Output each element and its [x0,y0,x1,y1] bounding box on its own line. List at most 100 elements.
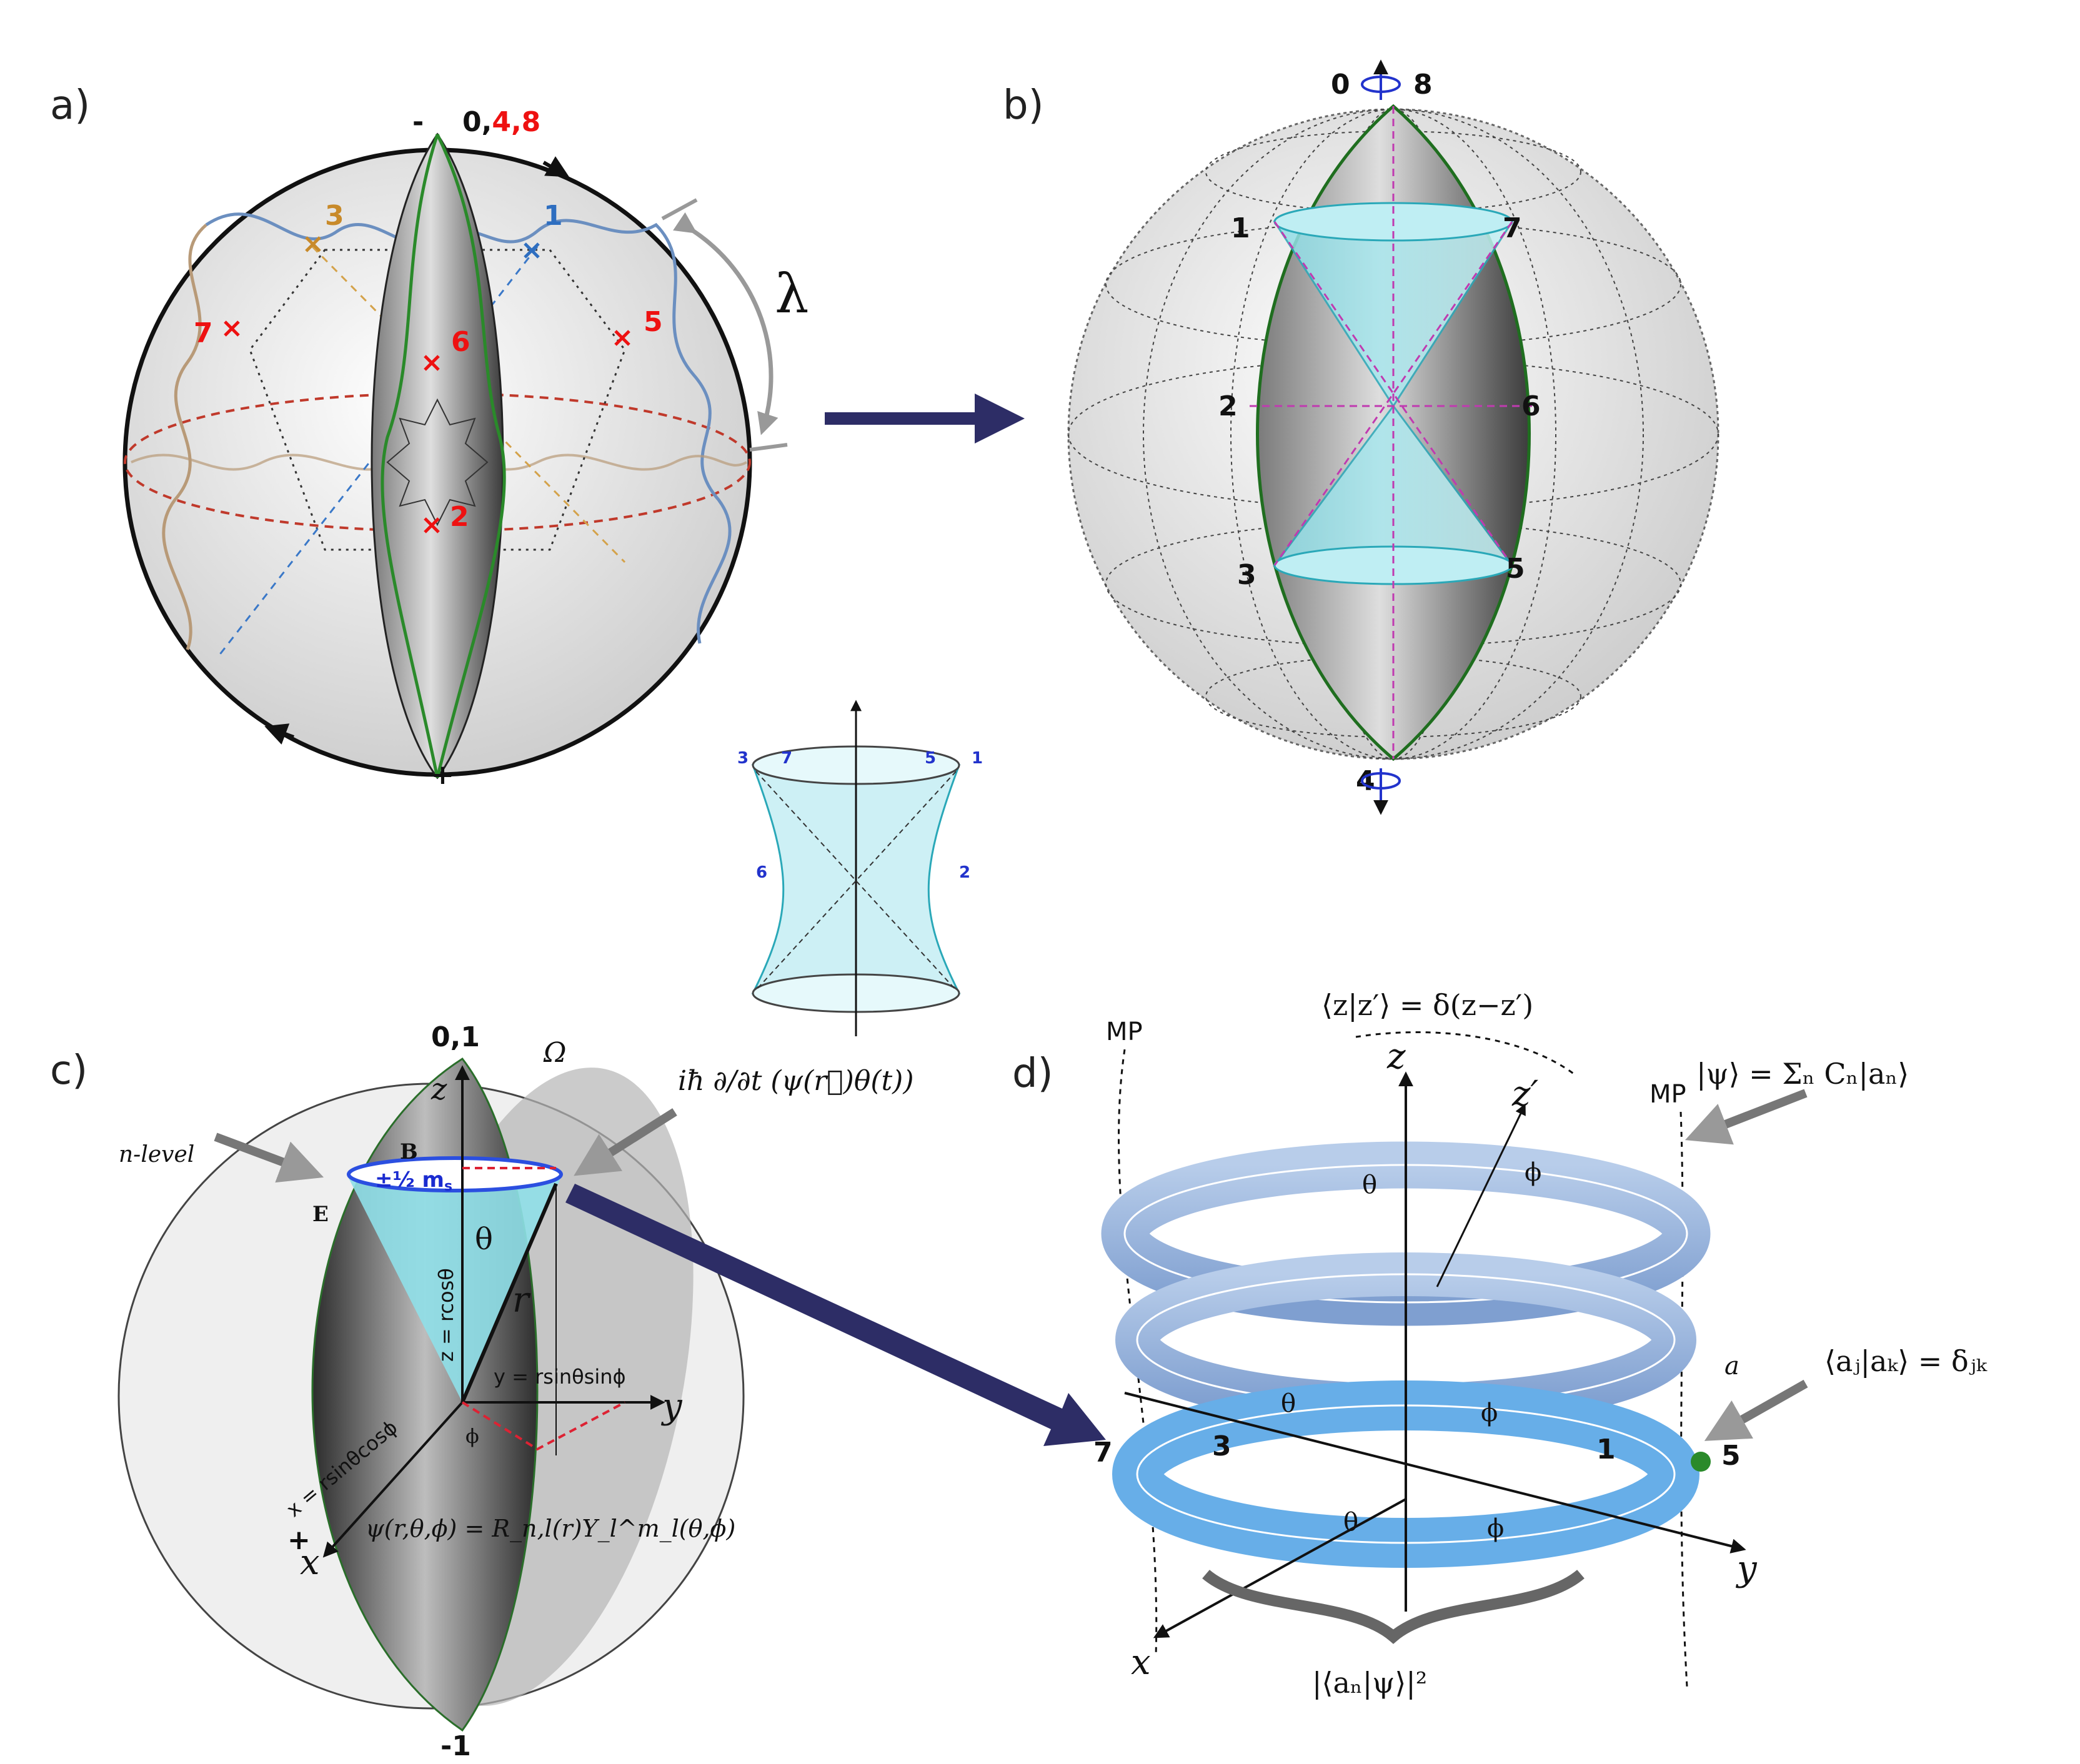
panel-c-r-vector [460,1182,558,1404]
panel-a-top-label: 0,4,8 [462,106,540,138]
panel-d-delta: ⟨z|z′⟩ = δ(z−z′) [1321,988,1533,1022]
panel-b-bottom: 4 [1356,765,1375,797]
panel-c-E: E [312,1202,329,1227]
panel-c-phi: ϕ [465,1424,479,1448]
panel-a-minus: - [412,106,424,138]
panel-c-y: y [660,1386,683,1427]
panel-b-point-5: 5 [1506,553,1525,585]
panel-a-point-7: 7 [194,317,213,349]
inset-point-2: 2 [959,863,970,882]
panel-d-probability: |⟨aₙ|ψ⟩|² [1312,1666,1427,1700]
panel-d-point-5: 5 [1721,1440,1741,1472]
arrow-a-to-b [825,394,1025,443]
panel-c-red-projection [461,1401,625,1451]
panel-d-theta-mid: θ [1281,1389,1296,1418]
panel-a-wave-blue [205,212,732,644]
inset-point-3: 3 [737,749,749,768]
panel-d-point-7: 7 [1093,1437,1113,1469]
panel-a-label: a) [50,82,90,129]
panel-c-schrodinger-arrow [574,1108,677,1176]
inset-hyperboloid: 3 7 5 1 6 2 [737,700,983,1036]
panel-d-mp-left: MP [1106,1018,1143,1046]
panel-a-dotted-polygon [249,249,626,551]
panel-c-bottom: -1 [440,1730,471,1762]
panel-d-theta-top: θ [1362,1171,1377,1199]
panel-d-label: d) [1012,1051,1053,1097]
panel-d-x: x [1131,1642,1151,1683]
panel-d-a: a [1724,1352,1739,1380]
inset-point-7: 7 [781,749,792,768]
panel-c-x-axis [322,1401,464,1558]
panel-c-level-ring [347,1156,563,1192]
inset-diag-2 [755,771,957,991]
panel-a-lambda-tick-bottom [749,443,788,452]
inset-diag-1 [755,771,957,991]
panel-c-cone [347,1174,562,1402]
panel-b-top-left: 0 [1331,69,1350,101]
panel-a-star [386,398,489,527]
panel-a-lambda-arc [672,212,779,435]
panel-a-green-right [435,133,506,778]
panel-c-z-label: z [430,1072,447,1107]
panel-d-psi-arrow [1684,1089,1808,1145]
panel-a-arrow-top [542,156,570,177]
panel-b-cone-bottom-rim [1273,545,1513,585]
panel-c-x: x [300,1542,320,1583]
panel-d-point-1: 1 [1596,1434,1616,1465]
panel-b-point-6: 6 [1521,390,1541,422]
panel-b-point-3: 3 [1237,559,1256,591]
panel-a-plus: + [431,759,454,791]
panel-d: d) MP MP ⟨z|z′⟩ = δ(z−z′) z [1012,988,1988,1700]
panel-a-wave-tan [162,224,207,650]
panel-c-B: B [400,1139,418,1164]
panel-a-point-2: 2 [450,501,469,533]
panel-c-wavefunction: ψ(r,θ,ϕ) = R_n,l(r)Y_l^m_l(θ,ϕ) [366,1515,735,1543]
panel-a-point-3: 3 [325,200,344,232]
panel-c-label: c) [50,1048,87,1094]
panel-a-green-left [381,134,439,778]
panel-d-brace [1202,1569,1585,1644]
panel-a-arrow-bottom [264,723,295,745]
panel-d-x-axis [1153,1498,1406,1638]
panel-a-point-6: 6 [451,326,470,358]
arrow-c-to-d [565,1184,1106,1446]
inset-point-5: 5 [925,749,936,768]
panel-d-y-axis [1124,1392,1746,1553]
inset-point-6: 6 [756,863,767,882]
panel-d-point-3: 3 [1212,1430,1232,1462]
panel-a-point-5: 5 [644,306,663,338]
panel-c-y-expr: y = rsinθsinϕ [494,1365,626,1389]
panel-d-z: z [1386,1036,1406,1077]
panel-d-mp-right-line [1679,1111,1688,1687]
panel-c-theta: θ [475,1222,493,1257]
panel-a-lambda-tick-top [661,198,698,220]
panel-b: b) 0 8 4 1 2 3 [1003,59,1719,815]
panel-d-mp-right: MP [1650,1080,1686,1109]
panel-b-magenta-lines [1250,106,1537,759]
panel-d-phi-top: ϕ [1525,1158,1541,1187]
panel-c-top: 0,1 [431,1021,480,1053]
panel-c-nlevel-arrow [214,1132,324,1183]
panel-d-theta-bot: θ [1343,1508,1358,1537]
panel-d-phi-bot: ϕ [1487,1514,1504,1543]
panel-d-mp-left-line [1118,1049,1158,1656]
panel-a-point-1: 1 [544,200,563,232]
panel-d-zprime-axis [1436,1103,1526,1287]
panel-c-r: r [512,1280,531,1321]
inset-point-1: 1 [972,749,983,768]
panel-c-omega: Ω [543,1037,566,1069]
panel-b-point-1: 1 [1231,212,1250,244]
panel-d-orthonormal: ⟨aⱼ|aₖ⟩ = δⱼₖ [1824,1344,1988,1378]
panel-c-plus: + [287,1524,311,1556]
panel-b-point-7: 7 [1503,212,1522,244]
panel-d-y: y [1735,1548,1758,1589]
panel-d-z-prime: z′ [1511,1074,1539,1114]
panel-c-z-expr: z = rcosθ [434,1268,458,1362]
panel-d-delta-arc [1355,1031,1575,1076]
panel-d-psi-expansion: |ψ⟩ = Σₙ Cₙ|aₙ⟩ [1696,1057,1909,1091]
panel-c: c) 0,1 -1 Ω n-level B E ±½ ms z θ r ϕ x … [50,1021,914,1762]
panel-a-lambda: λ [775,263,809,325]
panel-a: a) λ - 0,4,8 + 1 2 3 5 6 7 [50,82,809,791]
panel-b-label: b) [1003,82,1044,129]
